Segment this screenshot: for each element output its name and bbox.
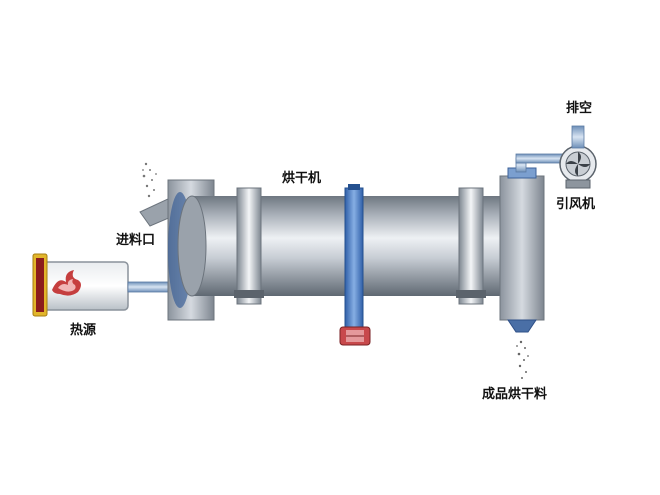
inlet-label: 进料口	[116, 232, 155, 248]
heat-source-unit	[32, 253, 169, 317]
dryer-label: 烘干机	[282, 170, 321, 186]
heat-source-label: 热源	[70, 322, 96, 338]
falling-material-icon	[142, 162, 157, 198]
fan-blades-icon	[566, 152, 590, 176]
discharged-material-icon	[516, 340, 529, 379]
induced-draft-fan	[559, 125, 597, 189]
tyre-ring-right	[456, 187, 486, 305]
drive-support-column	[344, 184, 364, 331]
discharge-end-hood	[499, 167, 545, 379]
drive-motor	[339, 326, 371, 346]
tyre-ring-left	[234, 187, 264, 305]
product-label: 成品烘干料	[482, 386, 547, 402]
exhaust-duct	[515, 153, 567, 173]
induced-fan-label: 引风机	[556, 196, 595, 212]
exhaust-label: 排空	[566, 100, 592, 116]
flame-icon	[52, 270, 81, 296]
